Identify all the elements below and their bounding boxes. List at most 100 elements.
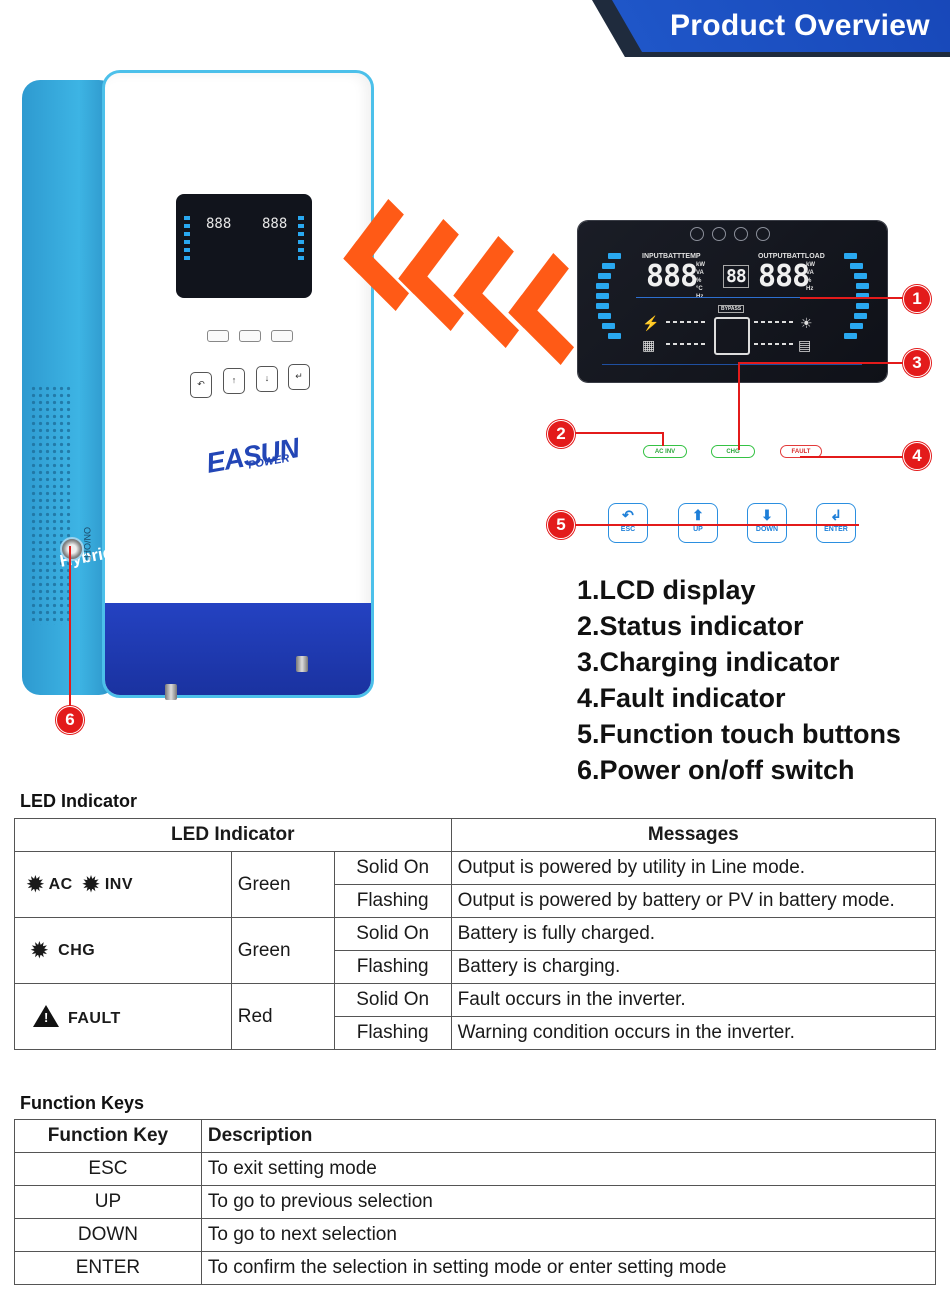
led-color: Red	[230, 983, 335, 1050]
lcd-inverter-icon	[714, 317, 750, 355]
feature-item: 6.Power on/off switch	[577, 755, 855, 785]
device-lcd-right-digits: 888	[262, 216, 288, 232]
device-led-chg	[239, 330, 261, 342]
function-keys-table: Function Key Description ESC To exit set…	[14, 1119, 937, 1285]
led-message: Battery is fully charged.	[450, 917, 937, 951]
device-esc-key[interactable]: ↶	[190, 372, 212, 398]
callout-2: 2	[547, 420, 575, 448]
led-color: Green	[230, 851, 335, 918]
key-name: ESC	[14, 1152, 202, 1186]
esc-touch-key[interactable]: ↶ ESC	[608, 503, 648, 543]
callout-line-3v	[738, 362, 740, 450]
lcd-solar-panel-icon: ▦	[642, 337, 656, 353]
key-description: To exit setting mode	[200, 1152, 937, 1186]
lcd-battery-icon: ▤	[798, 337, 812, 353]
keys-section-title: Function Keys	[20, 1093, 145, 1113]
callout-6: 6	[56, 706, 84, 734]
up-arrow-icon: ⬆	[692, 507, 704, 523]
led-cell-chg: ✹ CHG	[14, 917, 232, 984]
feature-item: 3.Charging indicator	[577, 647, 840, 677]
led-cell-fault: FAULT	[14, 983, 232, 1050]
warning-triangle-icon	[33, 1005, 59, 1027]
keys-header-desc: Description	[200, 1119, 937, 1153]
device-bottom-band	[105, 603, 371, 695]
led-header-indicator: LED Indicator	[14, 818, 452, 852]
device-foot-right	[296, 656, 308, 672]
led-section-title: LED Indicator	[20, 791, 138, 811]
led-state: Flashing	[333, 950, 452, 984]
led-indicator-table: LED Indicator Messages ✹ AC ✹ INV Green …	[14, 818, 937, 1050]
lcd-bulb-icon: ☀	[800, 315, 813, 331]
led-message: Battery is charging.	[450, 950, 937, 984]
callout-line-1	[800, 297, 903, 299]
callout-line-6	[69, 546, 71, 706]
led-message: Fault occurs in the inverter.	[450, 983, 937, 1017]
led-state: Solid On	[333, 917, 452, 951]
callout-line-2v	[662, 432, 664, 446]
lcd-power-icon	[734, 227, 748, 241]
callout-line-2	[574, 432, 664, 434]
led-cell-ac-inv: ✹ AC ✹ INV	[14, 851, 232, 918]
device-lcd: 888 888	[176, 194, 312, 298]
sun-icon: ✹	[82, 874, 100, 896]
device-up-key[interactable]: ↑	[223, 368, 245, 394]
down-arrow-icon: ⬇	[761, 507, 773, 523]
device-foot-left	[165, 684, 177, 700]
enter-arrow-icon: ↲	[830, 507, 842, 523]
led-state: Solid On	[333, 983, 452, 1017]
lcd-status-icon	[690, 227, 704, 241]
down-touch-key[interactable]: ⬇ DOWN	[747, 503, 787, 543]
status-indicator-ac-inv: AC INV	[643, 445, 687, 458]
lcd-output-label: OUTPUTBATTLOAD	[758, 253, 825, 260]
power-switch[interactable]	[60, 537, 84, 561]
sun-icon: ✹	[27, 874, 45, 896]
keys-header-key: Function Key	[14, 1119, 202, 1153]
device-down-key[interactable]: ↓	[256, 366, 278, 392]
lcd-mid-digits: 88	[723, 265, 749, 288]
feature-list: 1.LCD display 2.Status indicator 3.Charg…	[577, 572, 901, 788]
sun-icon: ✹	[31, 940, 49, 962]
key-name: ENTER	[14, 1251, 202, 1285]
callout-line-3	[738, 362, 904, 364]
key-description: To confirm the selection in setting mode…	[200, 1251, 937, 1285]
up-touch-key[interactable]: ⬆ UP	[678, 503, 718, 543]
device-enter-key[interactable]: ↵	[288, 364, 310, 390]
lcd-grid-tower-icon: ⚡	[642, 315, 660, 331]
lcd-input-label: INPUTBATTTEMP	[642, 253, 701, 260]
device-lcd-left-digits: 888	[206, 216, 232, 232]
led-color: Green	[230, 917, 335, 984]
callout-line-5	[575, 524, 859, 526]
device-led-ac	[207, 330, 229, 342]
led-message: Output is powered by battery or PV in ba…	[450, 884, 937, 918]
power-switch-label: ON/OFF	[82, 527, 92, 561]
led-state: Flashing	[333, 1016, 452, 1050]
feature-item: 1.LCD display	[577, 575, 756, 605]
lcd-units-right: kW VA % Hz	[806, 262, 815, 292]
led-message: Output is powered by utility in Line mod…	[450, 851, 937, 885]
page-title: Product Overview	[670, 9, 930, 42]
led-header-messages: Messages	[450, 818, 937, 852]
charging-indicator: CHG	[711, 445, 755, 458]
callout-line-4	[800, 456, 903, 458]
device-front-panel	[102, 70, 374, 698]
led-message: Warning condition occurs in the inverter…	[450, 1016, 937, 1050]
enter-touch-key[interactable]: ↲ ENTER	[816, 503, 856, 543]
lcd-sound-icon	[756, 227, 770, 241]
lcd-input-digits: 888	[646, 259, 698, 294]
device-led-fault	[271, 330, 293, 342]
led-state: Flashing	[333, 884, 452, 918]
callout-3: 3	[903, 349, 931, 377]
callout-4: 4	[903, 442, 931, 470]
lcd-display: INPUTBATTTEMP OUTPUTBATTLOAD 888 88 888 …	[578, 221, 887, 382]
key-name: DOWN	[14, 1218, 202, 1252]
callout-1: 1	[903, 285, 931, 313]
lcd-info-icon	[712, 227, 726, 241]
key-description: To go to next selection	[200, 1218, 937, 1252]
lcd-units-left: kW VA % °C Hz	[696, 262, 705, 300]
callout-5: 5	[547, 511, 575, 539]
device-vent	[30, 385, 72, 625]
lcd-bypass-label: BYPASS	[718, 305, 745, 313]
feature-item: 5.Function touch buttons	[577, 719, 901, 749]
feature-item: 2.Status indicator	[577, 611, 804, 641]
lcd-output-digits: 888	[758, 259, 810, 294]
